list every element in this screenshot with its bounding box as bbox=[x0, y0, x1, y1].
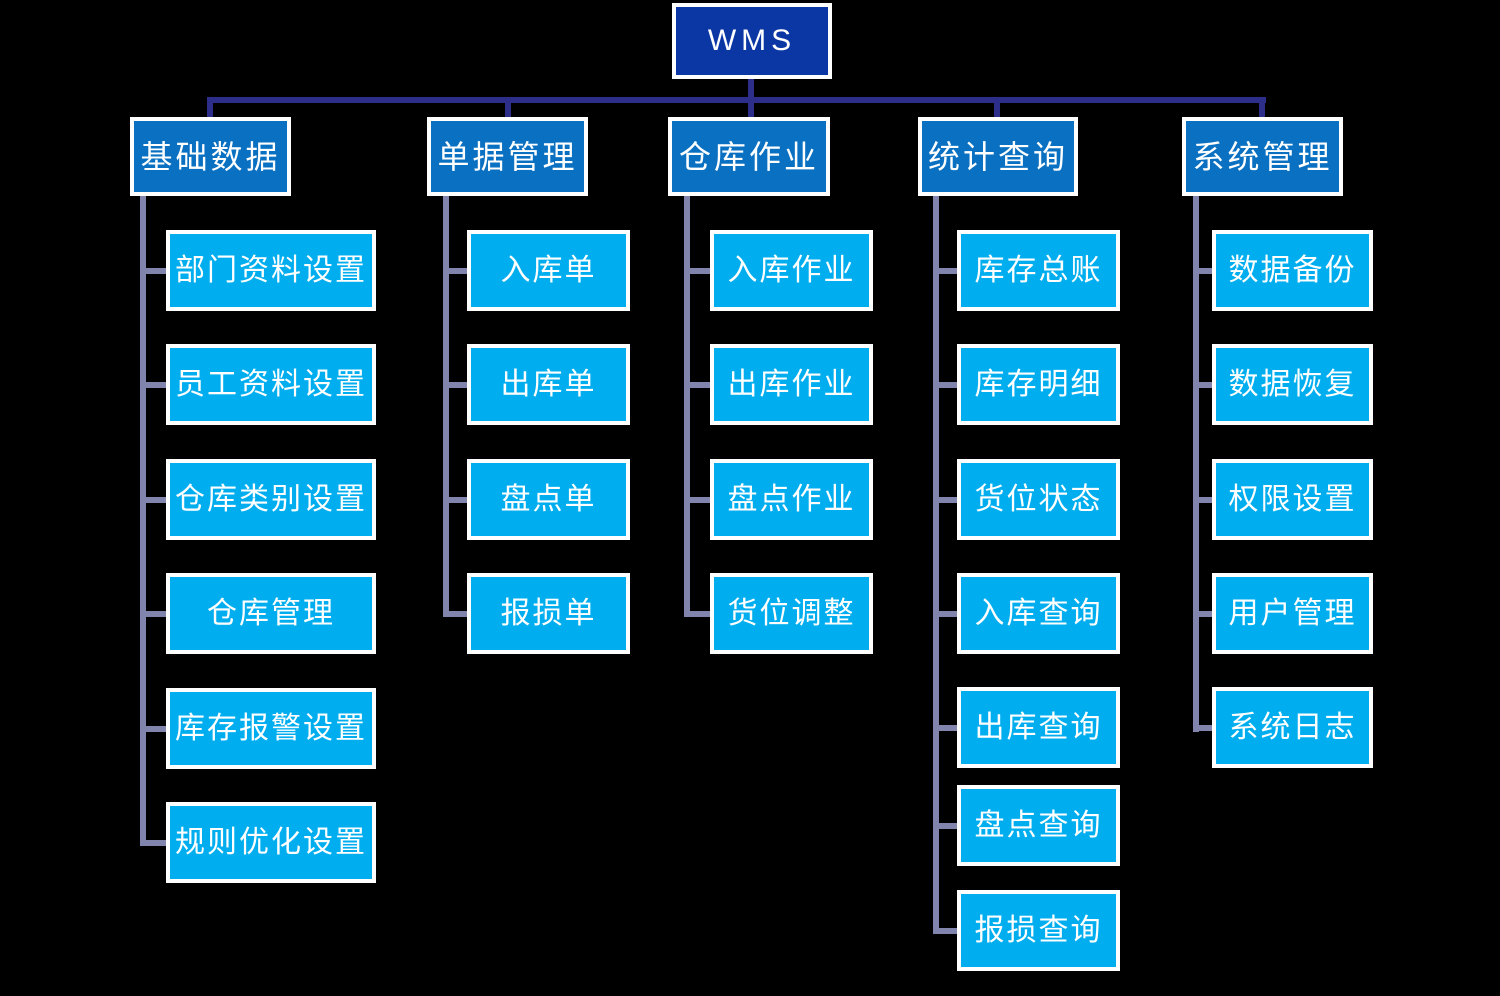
leaf-node-data-backup: 数据备份 bbox=[1212, 230, 1373, 311]
leaf-node-inventory-alert-settings: 库存报警设置 bbox=[166, 688, 376, 769]
leaf-node-data-restore: 数据恢复 bbox=[1212, 344, 1373, 425]
root-connector-lines bbox=[207, 79, 1266, 118]
branch-node-stats-query: 统计查询 bbox=[918, 117, 1078, 196]
leaf-node-inventory-ledger: 库存总账 bbox=[957, 230, 1120, 311]
leaf-node-location-adjustment: 货位调整 bbox=[710, 573, 873, 654]
branch-node-document-mgmt: 单据管理 bbox=[427, 117, 588, 196]
branch-node-basic-data: 基础数据 bbox=[130, 117, 291, 196]
leaf-node-inbound-order: 入库单 bbox=[467, 230, 630, 311]
leaf-node-stocktake-query: 盘点查询 bbox=[957, 785, 1120, 866]
leaf-node-system-log: 系统日志 bbox=[1212, 687, 1373, 768]
leaf-node-inventory-detail: 库存明细 bbox=[957, 344, 1120, 425]
root-node-wms: WMS bbox=[672, 3, 832, 79]
leaf-node-inbound-query: 入库查询 bbox=[957, 573, 1120, 654]
branch-connector-stats-query bbox=[933, 196, 958, 934]
leaf-node-outbound-order: 出库单 bbox=[467, 344, 630, 425]
branch-connector-warehouse-ops bbox=[684, 196, 711, 617]
leaf-node-permission-settings: 权限设置 bbox=[1212, 459, 1373, 540]
branch-connector-system-mgmt bbox=[1193, 196, 1213, 732]
leaf-node-outbound-query: 出库查询 bbox=[957, 687, 1120, 768]
leaf-node-rule-optimization-settings: 规则优化设置 bbox=[166, 802, 376, 883]
leaf-node-stocktake-operation: 盘点作业 bbox=[710, 459, 873, 540]
leaf-node-dept-data-settings: 部门资料设置 bbox=[166, 230, 376, 311]
leaf-node-damage-order: 报损单 bbox=[467, 573, 630, 654]
branch-node-system-mgmt: 系统管理 bbox=[1182, 117, 1343, 196]
leaf-node-warehouse-category-settings: 仓库类别设置 bbox=[166, 459, 376, 540]
leaf-node-outbound-operation: 出库作业 bbox=[710, 344, 873, 425]
leaf-node-inbound-operation: 入库作业 bbox=[710, 230, 873, 311]
leaf-node-user-mgmt: 用户管理 bbox=[1212, 573, 1373, 654]
leaf-node-stocktake-order: 盘点单 bbox=[467, 459, 630, 540]
leaf-node-location-status: 货位状态 bbox=[957, 459, 1120, 540]
branch-connector-document-mgmt bbox=[443, 196, 468, 617]
leaf-node-damage-query: 报损查询 bbox=[957, 890, 1120, 971]
branch-connector-basic-data bbox=[140, 196, 167, 846]
branch-node-warehouse-ops: 仓库作业 bbox=[668, 117, 830, 196]
leaf-node-warehouse-mgmt: 仓库管理 bbox=[166, 573, 376, 654]
leaf-node-employee-data-settings: 员工资料设置 bbox=[166, 344, 376, 425]
